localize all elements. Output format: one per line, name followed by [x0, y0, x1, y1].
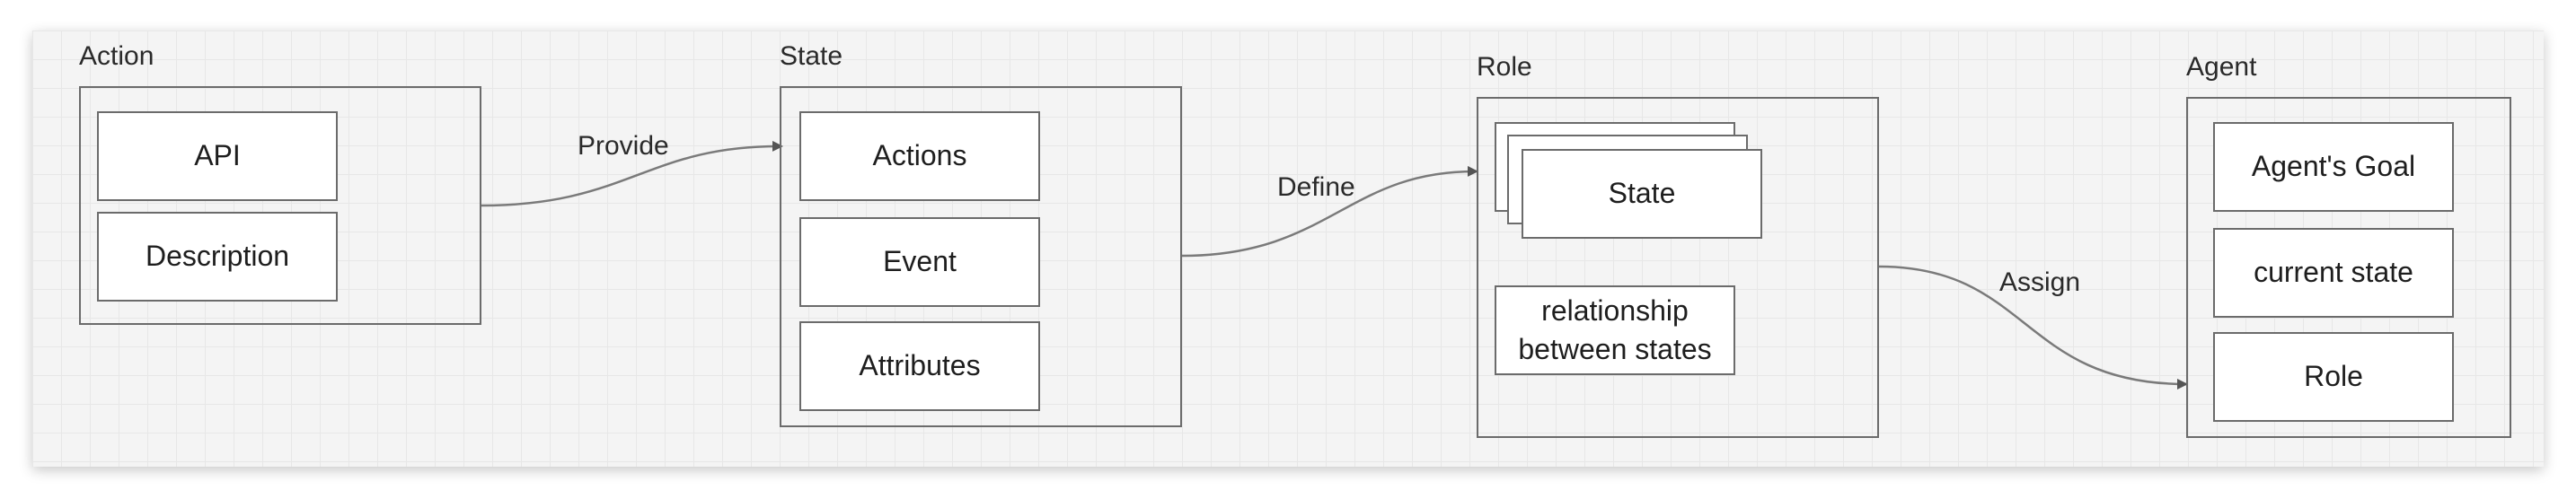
state-item-attributes: Attributes — [799, 321, 1040, 411]
group-state — [780, 86, 1182, 427]
action-item-description: Description — [97, 212, 338, 302]
state-item-event: Event — [799, 217, 1040, 307]
group-label-role: Role — [1477, 52, 1532, 82]
action-item-api: API — [97, 111, 338, 201]
role-relationship: relationship between states — [1495, 285, 1735, 375]
group-agent — [2186, 97, 2511, 438]
edge-assign — [1878, 265, 2188, 390]
state-item-actions: Actions — [799, 111, 1040, 201]
group-label-agent: Agent — [2186, 52, 2257, 82]
agent-item-goal: Agent's Goal — [2213, 122, 2454, 212]
group-action — [79, 86, 481, 325]
diagram-canvas — [32, 31, 2544, 467]
edge-label-assign: Assign — [1999, 267, 2081, 297]
agent-item-current-state: current state — [2213, 228, 2454, 318]
group-label-action: Action — [79, 41, 154, 71]
agent-item-role: Role — [2213, 332, 2454, 422]
role-stack-state: State — [1522, 149, 1762, 239]
edge-provide — [481, 140, 783, 207]
edge-label-define: Define — [1277, 172, 1355, 202]
edge-label-provide: Provide — [578, 131, 669, 161]
group-role — [1477, 97, 1879, 438]
edge-define — [1181, 165, 1478, 258]
group-label-state: State — [780, 41, 843, 71]
